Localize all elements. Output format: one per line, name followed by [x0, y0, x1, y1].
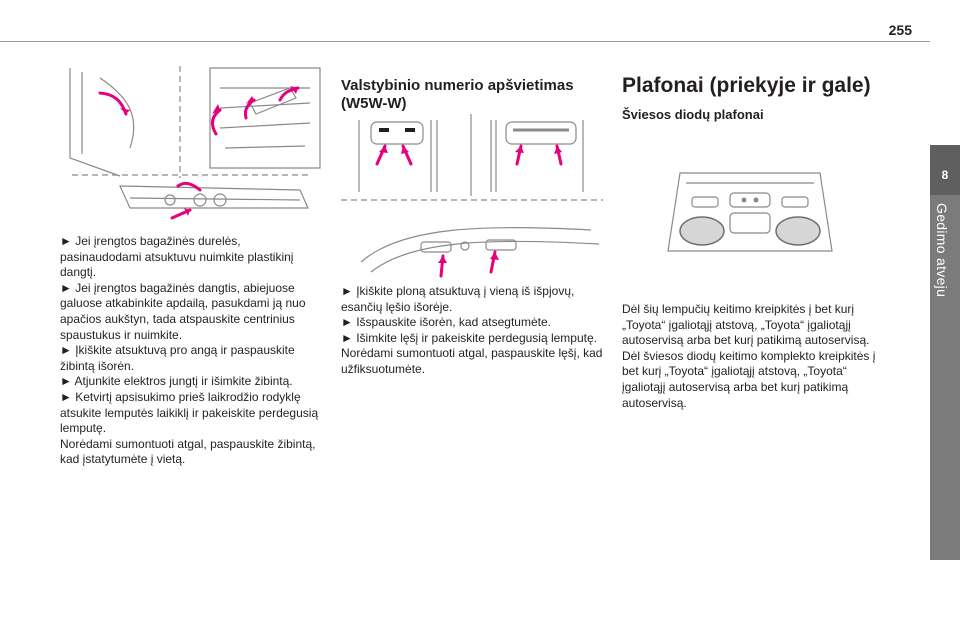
boot-lamp-illustration [69, 66, 321, 220]
licence-plate-lamp-illustration [341, 114, 603, 278]
instruction-step: ► Įkiškite atsuktuvą pro angą ir paspaus… [60, 343, 295, 373]
instruction-step: ► Atjunkite elektros jungtį ir išimkite … [60, 374, 293, 389]
instruction-step: ► Jei įrengtos bagažinės durelės, pasina… [60, 234, 294, 280]
top-rule [0, 41, 930, 42]
chapter-number: 8 [930, 145, 960, 195]
chapter-title: Gedimo atveju [934, 203, 950, 298]
instruction-step: ► Ketvirtį apsisukimo prieš laikrodžio r… [60, 389, 319, 436]
instruction-step: ► Įkiškite ploną atsuktuvą į vieną iš iš… [341, 284, 575, 314]
instruction-step: ► Išspauskite išorėn, kad atsegtumėte. [341, 315, 551, 330]
instruction-note: Norėdami sumontuoti atgal, paspauskite l… [341, 346, 603, 376]
instruction-step: ► Išimkite lęšį ir pakeiskite perdegusią… [341, 330, 597, 345]
boot-lamp-instructions: ► Jei įrengtos bagažinės durelės, pasina… [60, 234, 322, 468]
instruction-step: ► Jei įrengtos bagažinės dangtis, abieju… [60, 280, 306, 342]
ceiling-lights-title: Plafonai (priekyje ir gale) [622, 74, 871, 97]
licence-plate-instructions: ► Įkiškite ploną atsuktuvą į vieną iš iš… [341, 284, 603, 378]
ceiling-lights-text: Dėl šių lempučių keitimo kreipkitės į be… [622, 302, 884, 411]
info-paragraph: Dėl šių lempučių keitimo kreipkitės į be… [622, 302, 870, 348]
instruction-note: Norėdami sumontuoti atgal, paspauskite ž… [60, 436, 316, 467]
info-paragraph: Dėl šviesos diodų keitimo komplekto krei… [622, 348, 876, 410]
ceiling-light-illustration [667, 172, 833, 252]
page-number: 255 [888, 22, 912, 38]
licence-plate-section-title: Valstybinio numerio apšvietimas (W5W-W) [341, 77, 574, 112]
led-ceiling-lights-subtitle: Šviesos diodų plafonai [622, 107, 764, 122]
chapter-tab[interactable]: 8 Gedimo atveju [930, 145, 960, 560]
